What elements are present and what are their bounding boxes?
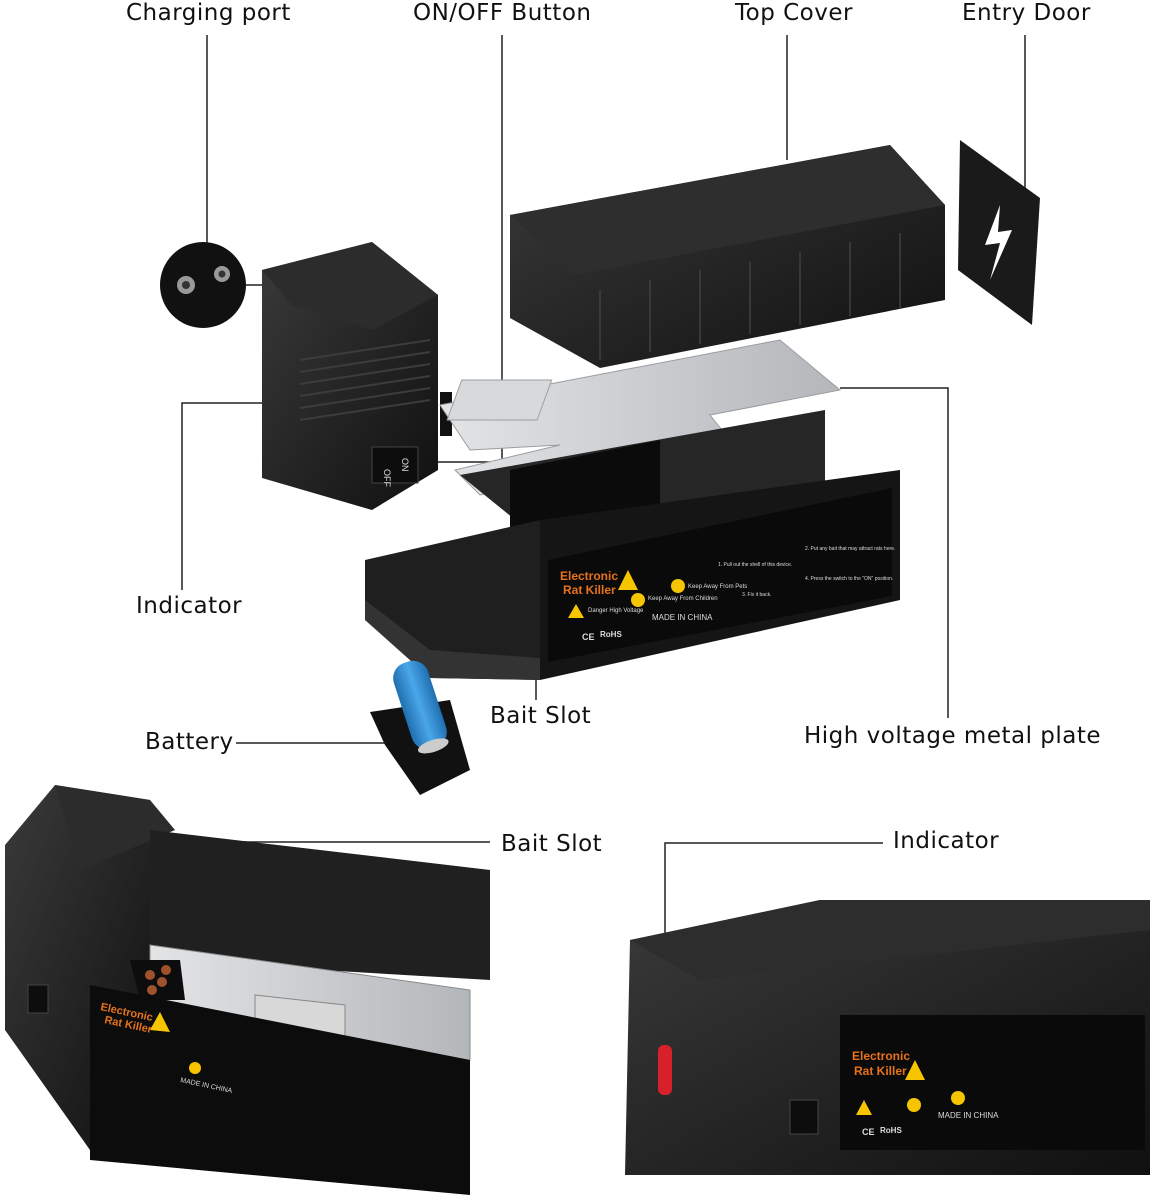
label-indicator-bottom: Indicator xyxy=(893,828,1000,854)
sticker-ce-c: CE xyxy=(862,1127,875,1137)
top-sticker: Electronic Rat Killer Danger High Voltag… xyxy=(548,488,895,662)
open-device-view: Electronic Rat Killer MADE IN CHINA xyxy=(5,785,490,1195)
charging-port-zoom xyxy=(160,242,262,328)
sticker-step1: 1. Pull out the shell of this device. xyxy=(718,562,792,568)
sticker-title-1c: Electronic xyxy=(852,1049,910,1063)
sticker-step3: 3. Fix it back. xyxy=(742,592,771,598)
sticker-title-1: Electronic xyxy=(560,569,618,583)
label-bait-slot-bottom: Bait Slot xyxy=(501,831,603,857)
sticker-step2: 2. Put any bait that may attract rats he… xyxy=(805,546,895,552)
leader-lines xyxy=(151,35,1026,1060)
sticker-rohs: RoHS xyxy=(600,630,622,639)
label-on-off-button: ON/OFF Button xyxy=(413,0,592,26)
label-bait-slot-top: Bait Slot xyxy=(490,703,592,729)
battery xyxy=(370,660,470,795)
label-indicator-top: Indicator xyxy=(136,593,243,619)
control-unit: OFF ON xyxy=(262,242,452,510)
label-entry-door: Entry Door xyxy=(962,0,1091,26)
sticker-rohs-c: RoHS xyxy=(880,1126,902,1135)
sticker-ce: CE xyxy=(582,632,595,642)
sticker-made-in-c: MADE IN CHINA xyxy=(938,1111,999,1120)
sticker-title-2c: Rat Killer xyxy=(854,1064,907,1078)
label-high-voltage-plate: High voltage metal plate xyxy=(804,723,1102,749)
sticker-step4: 4. Press the switch to the "ON" position… xyxy=(805,576,893,582)
label-battery: Battery xyxy=(145,729,234,755)
on-off-switch: OFF ON xyxy=(371,446,419,487)
sticker-keep-children: Keep Away From Children xyxy=(648,596,718,602)
indicator-light xyxy=(658,1045,672,1095)
label-top-cover: Top Cover xyxy=(735,0,853,26)
sticker-keep-pets: Keep Away From Pets xyxy=(688,584,747,590)
top-cover xyxy=(510,145,945,368)
label-charging-port: Charging port xyxy=(126,0,291,26)
switch-on-label: ON xyxy=(400,458,410,472)
sticker-title-2: Rat Killer xyxy=(563,583,616,597)
closed-device-view: Electronic Rat Killer MADE IN CHINA CE R… xyxy=(625,900,1150,1175)
sticker-danger: Danger High Voltage xyxy=(588,608,644,614)
switch-off-label: OFF xyxy=(382,469,392,487)
sticker-made-in: MADE IN CHINA xyxy=(652,613,713,622)
entry-door xyxy=(958,140,1040,325)
